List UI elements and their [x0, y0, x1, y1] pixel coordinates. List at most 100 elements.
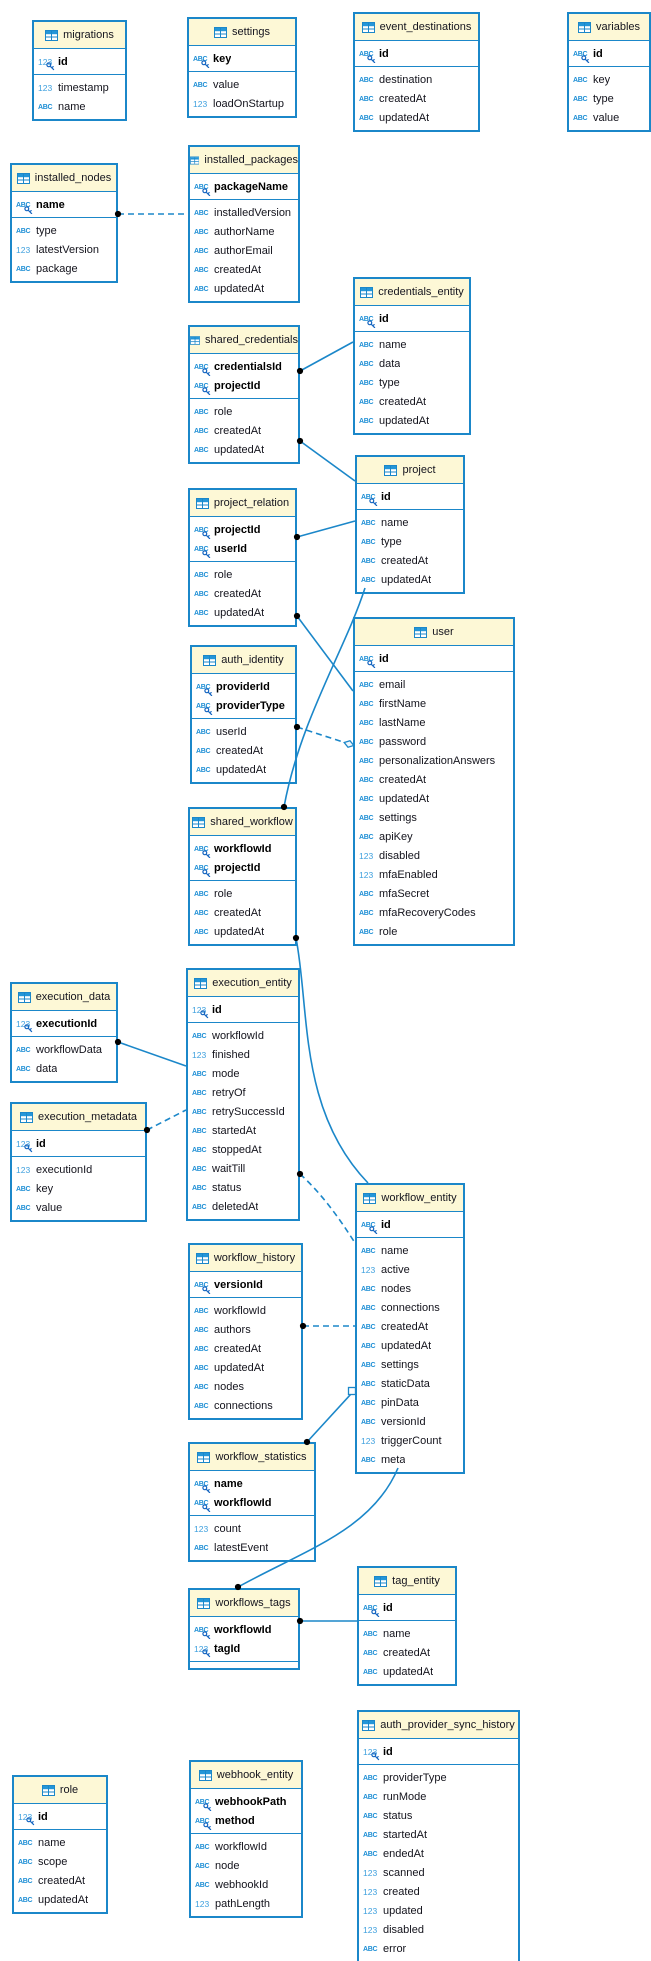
table-header[interactable]: execution_metadata: [12, 1104, 145, 1131]
table-header[interactable]: installed_packages: [190, 147, 298, 174]
table-header[interactable]: shared_workflow: [190, 809, 295, 836]
table-header[interactable]: workflow_history: [190, 1245, 301, 1272]
table-header[interactable]: project: [357, 457, 463, 484]
relationship-line-project-shared_workflow[interactable]: [283, 587, 366, 808]
table-header[interactable]: installed_nodes: [12, 165, 116, 192]
relationship-line-workflow_statistics-workflow_entity[interactable]: [306, 1393, 352, 1443]
relationship-line-auth_identity-user[interactable]: [296, 726, 347, 744]
table-header[interactable]: webhook_entity: [191, 1762, 301, 1789]
table-header[interactable]: user: [355, 619, 513, 646]
table-header[interactable]: auth_provider_sync_history: [359, 1712, 518, 1739]
table-header[interactable]: execution_data: [12, 984, 116, 1011]
table-header[interactable]: migrations: [34, 22, 125, 49]
table-header[interactable]: tag_entity: [359, 1568, 455, 1595]
table-header[interactable]: auth_identity: [192, 647, 295, 674]
table-header[interactable]: workflows_tags: [190, 1590, 298, 1617]
relationship-line-workflow_entity-workflows_tags[interactable]: [237, 1467, 399, 1588]
